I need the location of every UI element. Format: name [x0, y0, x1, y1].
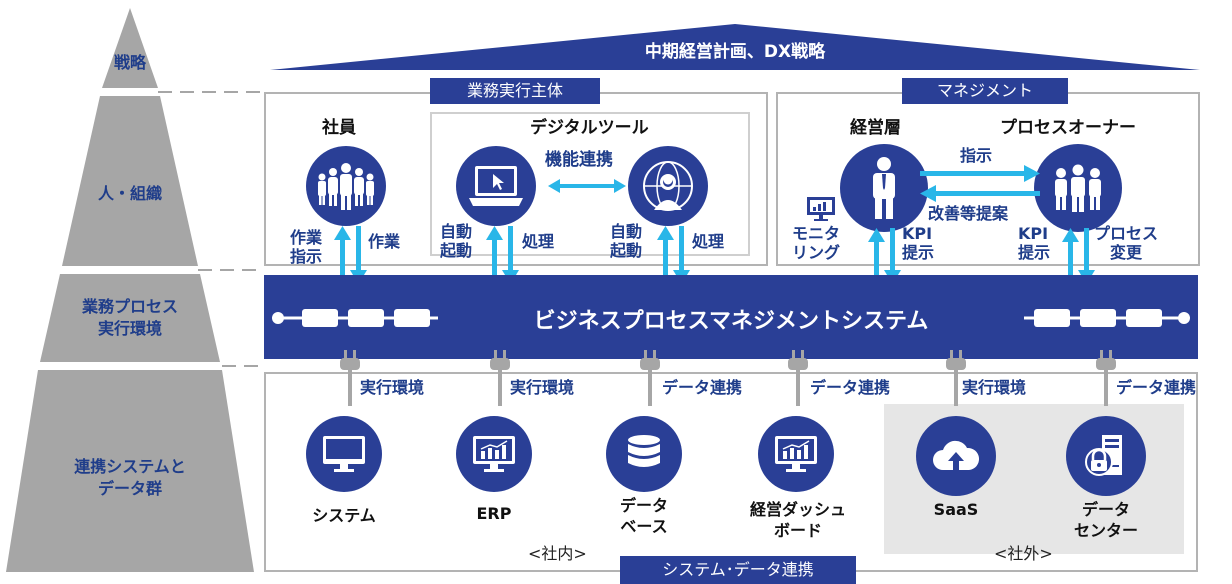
- pyramid: [6, 8, 260, 572]
- connection-label-6: データ連携: [1116, 378, 1197, 397]
- arrow-label-process-1: 処理: [522, 232, 555, 251]
- management-tab: マネジメント: [902, 78, 1068, 104]
- tier-people: 人・組織: [97, 184, 162, 203]
- improve-label: 改善等提案: [928, 204, 1009, 223]
- tier-process: 業務プロセス 実行環境: [20, 296, 240, 339]
- connection-label-5: 実行環境: [962, 378, 1027, 397]
- erp-chart-icon: [456, 416, 532, 492]
- datacenter-lock-icon: [1066, 416, 1146, 496]
- system-label-datacenter: データ センター: [1073, 500, 1138, 540]
- process-owner-icon: [1034, 144, 1122, 232]
- external-caption: <社外>: [994, 544, 1053, 563]
- connection-label-4: データ連携: [810, 378, 891, 397]
- monitoring-icon: [806, 196, 836, 226]
- executives-label: 経営層: [850, 118, 901, 138]
- process-owner-label: プロセスオーナー: [1000, 118, 1136, 138]
- executive-icon: [840, 144, 928, 232]
- dashboard-icon: [758, 416, 834, 492]
- system-label-dashboard: 経営ダッシュ ボード: [749, 500, 846, 540]
- roof-title: 中期経営計画、DX戦略: [644, 42, 826, 62]
- process-change-label: プロセス 変更: [1094, 224, 1159, 263]
- tier-process-line1: 業務プロセス: [81, 297, 178, 316]
- laptop-icon: [456, 146, 536, 226]
- bpms-title: ビジネスプロセスマネジメントシステム: [533, 309, 929, 334]
- instruct-improve-arrows: [920, 165, 1040, 202]
- arrow-label-work: 作業: [368, 232, 401, 251]
- tier-process-line2: 実行環境: [97, 318, 162, 338]
- arrow-label-auto-start-1: 自動 起動: [440, 222, 473, 261]
- system-data-link-tab: システム･データ連携: [620, 556, 856, 584]
- digital-tools-box: [430, 112, 750, 256]
- plug-connectors: [340, 350, 1116, 406]
- tier-systems-line2: データ群: [97, 478, 162, 498]
- monitor-icon: [306, 416, 382, 492]
- internal-caption: <社内>: [528, 544, 587, 563]
- connection-label-3: データ連携: [662, 378, 743, 397]
- tier-strategy: 戦略: [113, 53, 146, 72]
- connection-label-1: 実行環境: [360, 378, 425, 397]
- arrow-label-auto-start-2: 自動 起動: [610, 222, 643, 261]
- monitoring-label: モニタ リング: [792, 224, 841, 263]
- arrow-label-work-instruction: 作業 指示: [290, 228, 323, 267]
- employees-icon: [306, 146, 386, 226]
- flow-chain-right: [1024, 309, 1190, 327]
- connection-label-2: 実行環境: [510, 378, 575, 397]
- employee-label: 社員: [322, 118, 356, 138]
- system-label-database: データ ベース: [619, 496, 668, 536]
- function-link-arrow: [548, 179, 626, 193]
- instruct-label: 指示: [960, 146, 993, 165]
- flow-chain-left: [272, 309, 438, 327]
- execution-tab: 業務実行主体: [430, 78, 600, 104]
- roof-banner: [270, 24, 1200, 70]
- cloud-upload-icon: [916, 416, 996, 496]
- kpi-label-2: KPI 提示: [1018, 224, 1051, 263]
- system-label-saas: SaaS: [933, 500, 979, 519]
- tier-systems: 連携システムと データ群: [20, 456, 240, 499]
- arrow-label-process-2: 処理: [692, 232, 725, 251]
- system-label-erp: ERP: [476, 504, 512, 523]
- digital-tools-label: デジタルツール: [530, 118, 649, 138]
- database-icon: [606, 416, 682, 492]
- tier-systems-line1: 連携システムと: [74, 457, 186, 476]
- ai-operator-icon: [628, 146, 708, 226]
- function-link-label: 機能連携: [545, 150, 613, 170]
- system-label-system: システム: [312, 506, 376, 525]
- kpi-label-1: KPI 提示: [902, 224, 935, 263]
